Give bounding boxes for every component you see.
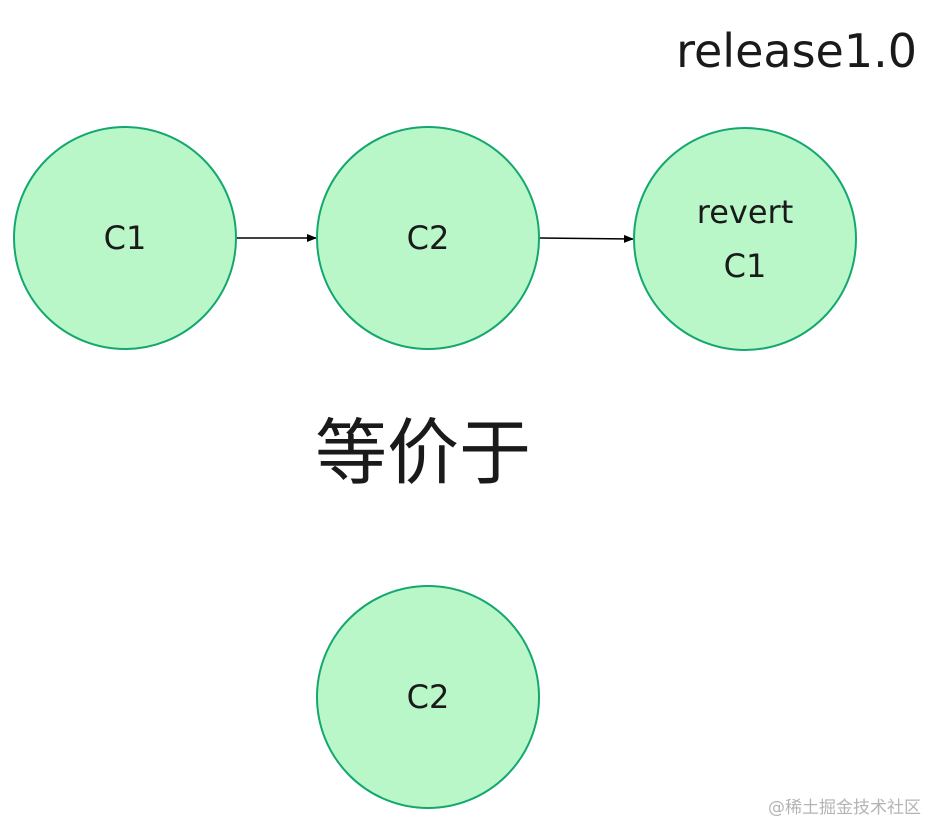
arrow-c2-to-revert-c1 [538, 234, 634, 243]
commit-node-c2-result: C2 [316, 585, 540, 809]
commit-label: C2 [407, 678, 450, 716]
commit-label: C1 [724, 247, 767, 285]
watermark-text: @稀土掘金技术社区 [768, 798, 921, 818]
edges-layer [236, 234, 634, 243]
commit-circle [316, 126, 540, 350]
branch-label: release1.0 [676, 24, 917, 78]
commit-circle [13, 126, 237, 350]
commit-node-c1: C1 [13, 126, 237, 350]
commit-node-c2: C2 [316, 126, 540, 350]
commit-circle [316, 585, 540, 809]
commit-label: C1 [104, 219, 147, 257]
commit-label: C2 [407, 219, 450, 257]
commit-circle [633, 127, 857, 351]
commit-label: revert [697, 193, 793, 231]
equivalence-label: 等价于 [315, 411, 531, 495]
